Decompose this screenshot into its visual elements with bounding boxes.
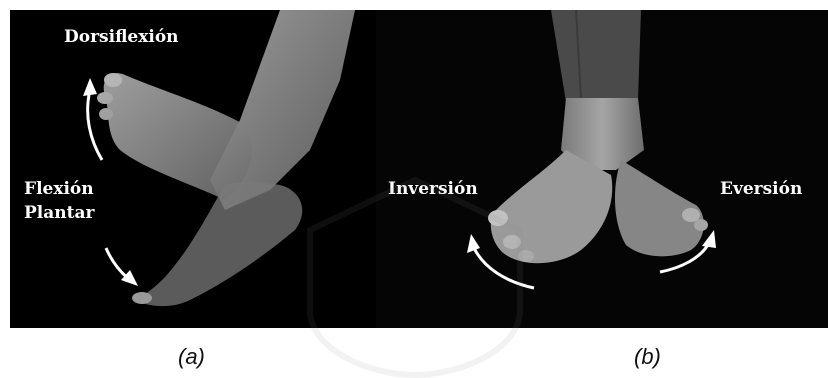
foot-plantarflexed-shape [135, 182, 302, 306]
label-eversion: Eversión [720, 178, 802, 200]
caption-a: (a) [178, 344, 205, 370]
watermark-emblem [290, 170, 540, 378]
label-dorsiflexion: Dorsiflexión [64, 26, 179, 48]
label-plantar: Plantar [24, 202, 94, 224]
trousers-shape [551, 10, 641, 102]
foot-dorsiflexed-shape [104, 73, 252, 200]
caption-b: (b) [634, 344, 661, 370]
label-flexion: Flexión [24, 178, 94, 200]
